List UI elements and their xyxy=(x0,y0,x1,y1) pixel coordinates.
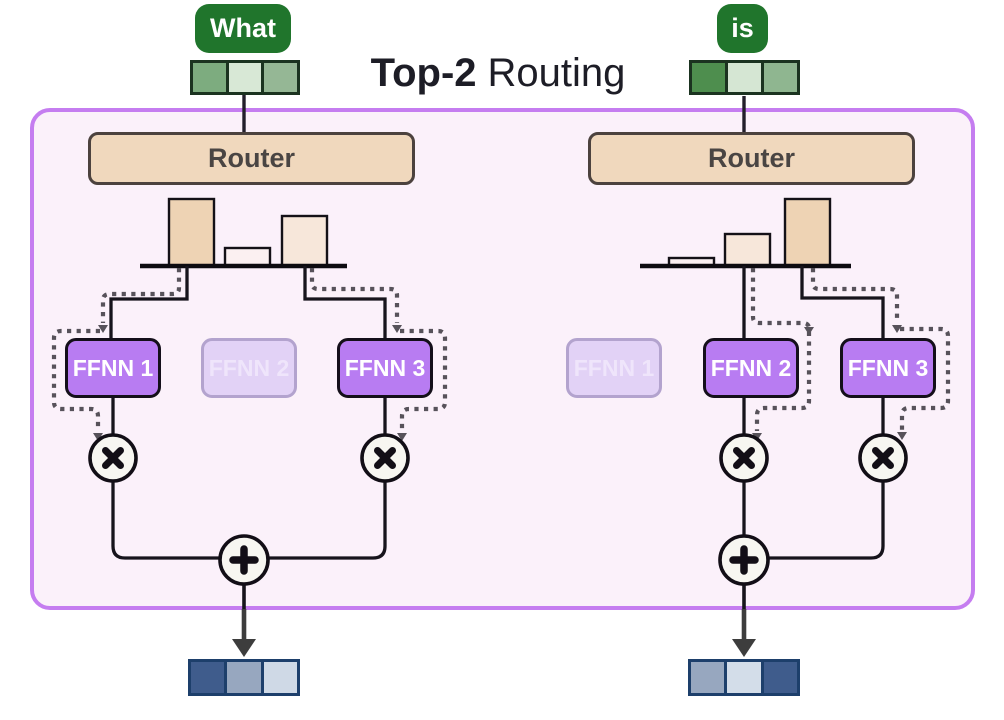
routing-prob-bar xyxy=(280,214,329,268)
dotted-weight-ffnn3l-upper xyxy=(309,268,400,323)
multiply-nodes xyxy=(88,433,908,483)
dotted-arrow-icon xyxy=(93,433,103,441)
routing-prob-bar xyxy=(167,197,216,268)
multiply-icon xyxy=(374,447,396,469)
dotted-arrow-icon xyxy=(804,327,814,335)
routing-prob-bars-left xyxy=(167,197,329,268)
wire-router-to-ffnn3-right xyxy=(800,266,885,339)
wire-multiply3-to-add-right xyxy=(767,481,885,560)
dotted-weight-ffnn3r-wrap xyxy=(899,326,951,430)
dotted-weight-ffnn1-wrap xyxy=(51,328,101,431)
output-arrow-icon xyxy=(232,639,256,657)
gate-weight-dotted-paths-left xyxy=(51,268,448,431)
output-arrows xyxy=(232,609,756,657)
gate-weight-dotted-paths-right xyxy=(750,268,951,431)
add-icon xyxy=(729,545,759,575)
multiply-icon xyxy=(872,447,894,469)
routing-prob-bar xyxy=(783,197,832,268)
dotted-arrowheads xyxy=(93,325,907,441)
wire-multiply1-to-add-left xyxy=(111,481,221,560)
routing-prob-bars-right xyxy=(667,197,832,268)
routing-prob-bar xyxy=(223,246,272,268)
wire-multiply3-to-add-left xyxy=(267,481,387,560)
wire-router-to-ffnn1-left xyxy=(109,266,189,340)
dotted-arrow-icon xyxy=(98,325,108,333)
dotted-weight-ffnn3r-upper xyxy=(810,268,900,323)
output-arrow-icon xyxy=(732,639,756,657)
add-nodes xyxy=(218,534,770,586)
add-icon xyxy=(229,545,259,575)
dotted-weight-ffnn3l-wrap xyxy=(399,328,448,431)
wire-router-to-ffnn3-left xyxy=(303,266,387,340)
routing-layer-panel xyxy=(30,108,975,610)
multiply-icon xyxy=(102,447,124,469)
multiply-icon xyxy=(733,447,755,469)
dotted-weight-ffnn1-upper xyxy=(100,268,182,323)
dotted-arrow-icon xyxy=(397,433,407,441)
dotted-arrow-icon xyxy=(892,325,902,333)
dotted-arrow-icon xyxy=(392,325,402,333)
dotted-weight-ffnn2r xyxy=(750,268,812,431)
dotted-arrow-icon xyxy=(897,432,907,440)
routing-prob-bar xyxy=(723,232,772,268)
